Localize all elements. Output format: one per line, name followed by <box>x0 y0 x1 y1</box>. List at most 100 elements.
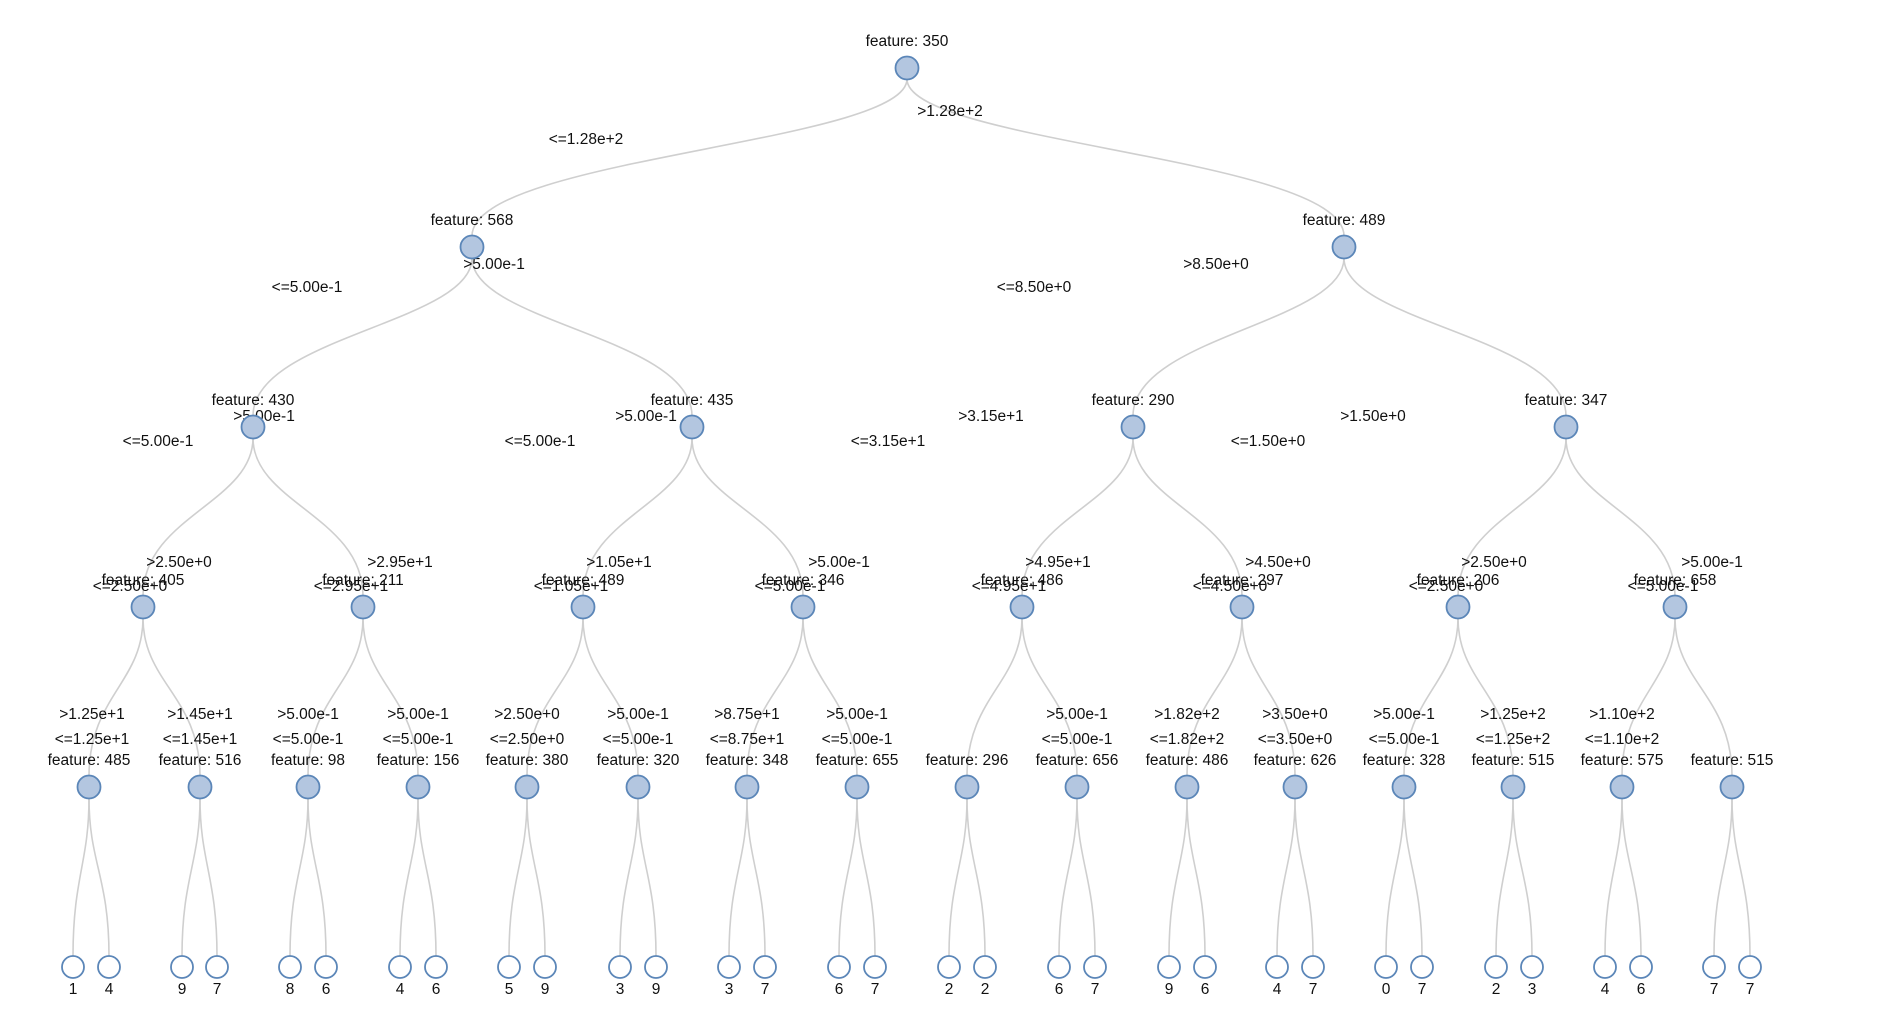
tree-edge <box>252 257 473 417</box>
tree-leaf-node[interactable] <box>973 955 997 979</box>
tree-internal-node[interactable] <box>459 234 485 260</box>
edge-label: >3.50e+0 <box>1262 706 1328 723</box>
leaf-node-label: 9 <box>541 981 550 998</box>
tree-leaf-node[interactable] <box>1374 955 1398 979</box>
tree-leaf-node[interactable] <box>278 955 302 979</box>
tree-edge <box>142 437 254 597</box>
tree-internal-node[interactable] <box>1609 774 1635 800</box>
tree-internal-node[interactable] <box>514 774 540 800</box>
edge-label: <=8.75e+1 <box>710 731 785 748</box>
tree-leaf-node[interactable] <box>497 955 521 979</box>
tree-leaf-node[interactable] <box>314 955 338 979</box>
tree-internal-node[interactable] <box>625 774 651 800</box>
edge-label: >2.50e+0 <box>1461 554 1527 571</box>
tree-edge <box>582 437 693 597</box>
tree-edge <box>1058 797 1078 957</box>
tree-internal-node[interactable] <box>76 774 102 800</box>
edge-label: <=5.00e-1 <box>123 433 194 450</box>
tree-internal-node[interactable] <box>734 774 760 800</box>
tree-leaf-node[interactable] <box>61 955 85 979</box>
tree-internal-node[interactable] <box>1009 594 1035 620</box>
tree-internal-node[interactable] <box>1064 774 1090 800</box>
tree-edge <box>966 617 1023 777</box>
tree-leaf-node[interactable] <box>388 955 412 979</box>
tree-internal-node[interactable] <box>1174 774 1200 800</box>
tree-leaf-node[interactable] <box>205 955 229 979</box>
edge-label: >5.00e-1 <box>808 554 870 571</box>
tree-leaf-node[interactable] <box>937 955 961 979</box>
tree-leaf-node[interactable] <box>1702 955 1726 979</box>
tree-internal-node[interactable] <box>954 774 980 800</box>
tree-internal-node[interactable] <box>1120 414 1146 440</box>
tree-edge <box>1621 617 1676 777</box>
tree-internal-node[interactable] <box>1662 594 1688 620</box>
tree-internal-node[interactable] <box>570 594 596 620</box>
tree-internal-node[interactable] <box>1445 594 1471 620</box>
tree-leaf-node[interactable] <box>1629 955 1653 979</box>
leaf-node-label: 7 <box>1309 981 1318 998</box>
tree-internal-node[interactable] <box>1391 774 1417 800</box>
tree-internal-node[interactable] <box>187 774 213 800</box>
edge-label: <=2.50e+0 <box>1409 578 1484 595</box>
tree-edge <box>1457 617 1514 777</box>
tree-internal-node[interactable] <box>790 594 816 620</box>
tree-internal-node[interactable] <box>1282 774 1308 800</box>
internal-node-label: feature: 516 <box>159 752 242 769</box>
tree-internal-node[interactable] <box>405 774 431 800</box>
tree-edge <box>471 78 908 237</box>
tree-internal-node[interactable] <box>295 774 321 800</box>
edge-label: >3.15e+1 <box>958 408 1024 425</box>
tree-leaf-node[interactable] <box>753 955 777 979</box>
tree-internal-node[interactable] <box>1331 234 1357 260</box>
edge-label: <=2.50e+0 <box>93 578 168 595</box>
leaf-node-label: 1 <box>69 981 78 998</box>
tree-internal-node[interactable] <box>240 414 266 440</box>
tree-internal-node[interactable] <box>679 414 705 440</box>
edge-label: <=4.95e+1 <box>972 578 1047 595</box>
tree-internal-node[interactable] <box>844 774 870 800</box>
tree-leaf-node[interactable] <box>97 955 121 979</box>
tree-leaf-node[interactable] <box>1047 955 1071 979</box>
tree-leaf-node[interactable] <box>533 955 557 979</box>
tree-leaf-node[interactable] <box>608 955 632 979</box>
edge-label: >5.00e-1 <box>463 256 525 273</box>
tree-internal-node[interactable] <box>350 594 376 620</box>
internal-node-label: feature: 297 <box>1201 572 1284 589</box>
tree-leaf-node[interactable] <box>1157 955 1181 979</box>
tree-leaf-node[interactable] <box>1083 955 1107 979</box>
tree-leaf-node[interactable] <box>1301 955 1325 979</box>
tree-leaf-node[interactable] <box>644 955 668 979</box>
edge-label: <=5.00e-1 <box>272 279 343 296</box>
tree-leaf-node[interactable] <box>1593 955 1617 979</box>
tree-internal-node[interactable] <box>894 55 920 81</box>
tree-leaf-node[interactable] <box>1410 955 1434 979</box>
tree-internal-node[interactable] <box>1229 594 1255 620</box>
tree-internal-node[interactable] <box>1500 774 1526 800</box>
tree-leaf-node[interactable] <box>1484 955 1508 979</box>
tree-internal-node[interactable] <box>1553 414 1579 440</box>
tree-edge <box>72 797 90 957</box>
tree-edge <box>508 797 528 957</box>
tree-leaf-node[interactable] <box>827 955 851 979</box>
tree-leaf-node[interactable] <box>1193 955 1217 979</box>
tree-leaf-node[interactable] <box>863 955 887 979</box>
tree-edge <box>1604 797 1623 957</box>
tree-internal-node[interactable] <box>130 594 156 620</box>
leaf-node-label: 3 <box>1528 981 1537 998</box>
internal-node-label: feature: 515 <box>1691 752 1774 769</box>
tree-edge <box>1713 797 1733 957</box>
tree-leaf-node[interactable] <box>1520 955 1544 979</box>
leaf-node-label: 7 <box>1091 981 1100 998</box>
internal-node-label: feature: 156 <box>377 752 460 769</box>
leaf-node-label: 2 <box>945 981 954 998</box>
tree-leaf-node[interactable] <box>170 955 194 979</box>
tree-leaf-node[interactable] <box>717 955 741 979</box>
tree-leaf-node[interactable] <box>1738 955 1762 979</box>
tree-edge <box>526 617 584 777</box>
leaf-node-label: 6 <box>322 981 331 998</box>
tree-edge <box>88 797 110 957</box>
tree-leaf-node[interactable] <box>424 955 448 979</box>
edge-label: <=5.00e-1 <box>273 731 344 748</box>
tree-leaf-node[interactable] <box>1265 955 1289 979</box>
tree-internal-node[interactable] <box>1719 774 1745 800</box>
